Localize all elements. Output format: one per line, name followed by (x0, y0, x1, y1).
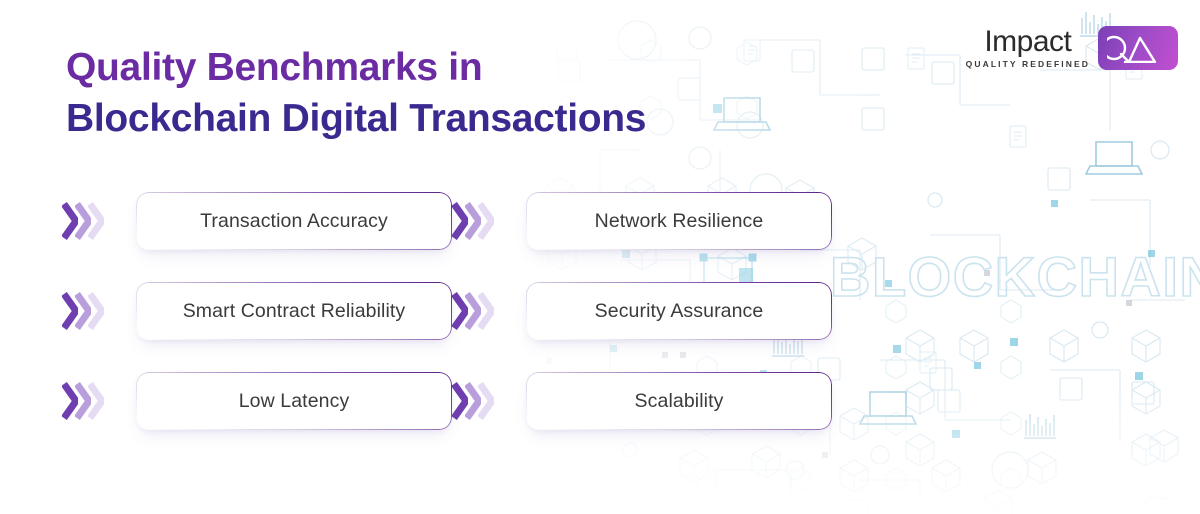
page-title: Quality Benchmarks in Blockchain Digital… (66, 42, 647, 145)
benchmark-label: Network Resilience (594, 209, 764, 232)
benchmark-pill[interactable]: Transaction Accuracy (136, 192, 452, 250)
benchmark-pill-wrap: Security Assurance (526, 282, 832, 340)
benchmark-item[interactable]: Smart Contract Reliability (62, 282, 452, 340)
page-title-line-1: Quality Benchmarks in (66, 46, 483, 89)
benchmark-pill-wrap: Scalability (526, 372, 832, 430)
benchmark-label: Security Assurance (594, 299, 764, 322)
benchmark-label: Smart Contract Reliability (182, 299, 406, 322)
chevron-group (452, 198, 514, 244)
benchmark-pill-wrap: Transaction Accuracy (136, 192, 452, 250)
benchmark-pill[interactable]: Low Latency (136, 372, 452, 430)
benchmark-pill-wrap: Network Resilience (526, 192, 832, 250)
benchmark-pill-wrap: Low Latency (136, 372, 452, 430)
benchmark-item[interactable]: Low Latency (62, 372, 452, 430)
chevron-group (452, 288, 514, 334)
benchmark-grid: Transaction Accuracy (62, 192, 832, 462)
benchmark-pill[interactable]: Security Assurance (526, 282, 832, 340)
benchmark-item[interactable]: Scalability (452, 372, 832, 430)
benchmark-pill-wrap: Smart Contract Reliability (136, 282, 452, 340)
chevron-group (62, 378, 124, 424)
chevron-group (452, 378, 514, 424)
logo-brand-text: Impact (984, 25, 1072, 59)
benchmark-label: Scalability (634, 389, 724, 412)
benchmark-label: Transaction Accuracy (200, 209, 388, 232)
benchmark-item[interactable]: Network Resilience (452, 192, 832, 250)
benchmark-pill[interactable]: Smart Contract Reliability (136, 282, 452, 340)
chevron-right-icon (88, 291, 104, 331)
blockchain-watermark: BLOCKCHAIN (829, 244, 1200, 309)
logo-tagline-text: QUALITY REDEFINED (965, 59, 1090, 70)
impactqa-logo: Impact QUALITY REDEFINED (966, 26, 1178, 70)
page-title-line-2: Blockchain Digital Transactions (66, 97, 647, 141)
benchmark-label: Low Latency (238, 389, 350, 412)
chevron-right-icon (88, 381, 104, 421)
qa-monogram-icon (1107, 35, 1157, 63)
benchmark-item[interactable]: Security Assurance (452, 282, 832, 340)
chevron-right-icon (478, 201, 494, 241)
chevron-group (62, 288, 124, 334)
chevron-right-icon (88, 201, 104, 241)
benchmark-row: Low Latency (62, 372, 832, 462)
benchmark-pill[interactable]: Network Resilience (526, 192, 832, 250)
benchmark-row: Smart Contract Reliability (62, 282, 832, 372)
benchmark-pill[interactable]: Scalability (526, 372, 832, 430)
chevron-group (62, 198, 124, 244)
benchmark-item[interactable]: Transaction Accuracy (62, 192, 452, 250)
chevron-right-icon (478, 291, 494, 331)
chevron-right-icon (478, 381, 494, 421)
logo-wordmark: Impact QUALITY REDEFINED (966, 27, 1090, 69)
benchmark-row: Transaction Accuracy (62, 192, 832, 282)
logo-qa-badge (1098, 26, 1178, 70)
